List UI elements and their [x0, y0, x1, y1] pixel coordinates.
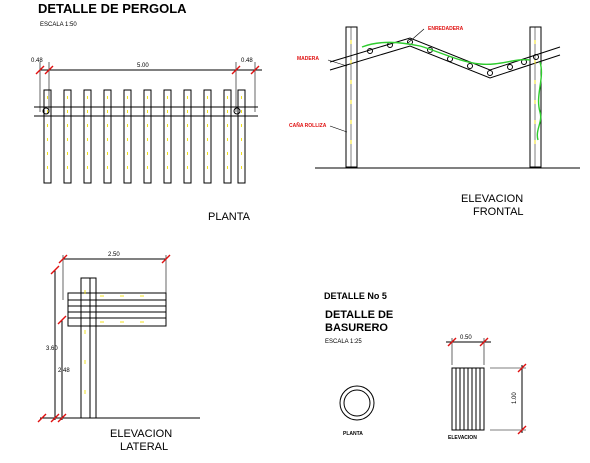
label-cana: CAÑA ROLLIZA — [289, 122, 327, 129]
plan-slat — [63, 89, 72, 184]
plan-slat — [203, 89, 212, 184]
basurero-planta — [339, 385, 375, 421]
plan-slat — [237, 89, 246, 184]
basurero-planta-label: PLANTA — [343, 431, 363, 437]
basurero-elevacion-label: ELEVACION — [448, 435, 477, 441]
elevacion-lateral-view — [40, 255, 200, 420]
frontal-label-2: FRONTAL — [473, 206, 524, 218]
yellow-ticks-lateral — [84, 290, 144, 394]
basurero-no: DETALLE No 5 — [324, 291, 387, 301]
plan-slat — [43, 89, 52, 184]
lateral-label-2: LATERAL — [120, 441, 168, 453]
dim-right-overhang: 0.48 — [241, 58, 253, 64]
plan-slat — [103, 89, 112, 184]
plan-slat — [123, 89, 132, 184]
label-madera: MADERA — [297, 56, 319, 62]
dim-span: 5.00 — [137, 63, 149, 69]
plan-slat — [183, 89, 192, 184]
planta-label: PLANTA — [208, 211, 251, 223]
dim-bas-width: 0.50 — [460, 335, 472, 341]
plan-slat — [223, 89, 232, 184]
lateral-label-1: ELEVACION — [110, 428, 172, 440]
plan-slat — [83, 89, 92, 184]
basurero-title-2: BASURERO — [325, 322, 388, 334]
elevacion-frontal-view — [315, 26, 580, 169]
frontal-label-1: ELEVACION — [461, 193, 523, 205]
basurero-title-1: DETALLE DE — [325, 309, 393, 321]
plan-slat — [143, 89, 152, 184]
dim-lateral-total: 3.60 — [46, 346, 58, 352]
dim-lateral-beam: 2.48 — [58, 368, 70, 374]
pergola-scale: ESCALA 1:50 — [40, 22, 77, 28]
basurero-elevacion — [446, 338, 526, 433]
planta-view — [34, 62, 262, 184]
basurero-dim-ticks — [447, 337, 527, 435]
pergola-title: DETALLE DE PERGOLA — [38, 1, 187, 16]
lateral-dim-ticks — [37, 254, 171, 423]
dim-left-overhang: 0.48 — [31, 58, 43, 64]
yellow-ticks-frontal — [350, 40, 536, 144]
basurero-scale: ESCALA 1:25 — [325, 339, 362, 345]
label-enredadera: ENREDADERA — [428, 26, 464, 32]
vine-frontal — [361, 41, 543, 141]
dim-lateral-width: 2.50 — [108, 252, 120, 258]
plan-slat — [163, 89, 172, 184]
dim-bas-height: 1.00 — [512, 392, 518, 404]
